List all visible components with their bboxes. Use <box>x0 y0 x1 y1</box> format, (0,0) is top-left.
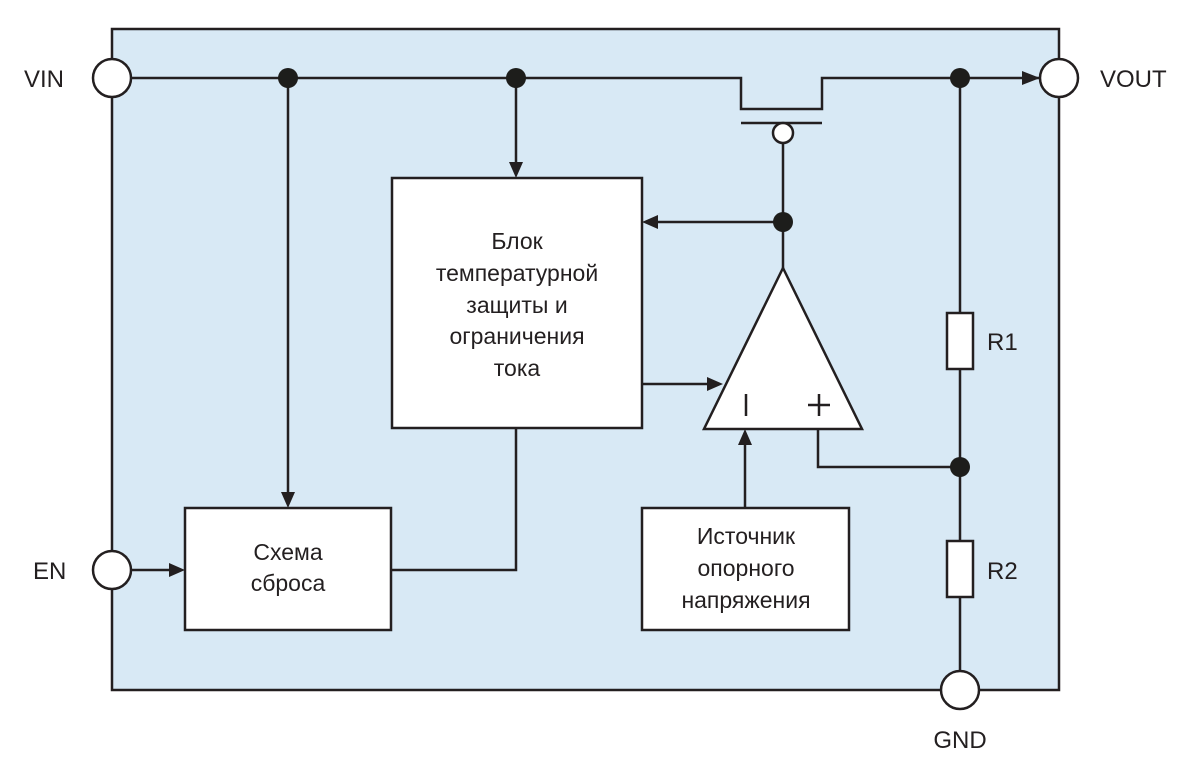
label-r2: R2 <box>987 558 1018 585</box>
reference-line-2: опорного <box>698 555 795 581</box>
reset-line-2: сброса <box>251 570 326 596</box>
label-gnd: GND <box>933 727 986 754</box>
protection-line-4: ограничения <box>449 323 584 349</box>
wire-protection-to-reset <box>391 428 518 572</box>
resistor-r1 <box>945 311 975 371</box>
arrow-to-vout <box>1022 71 1040 85</box>
gate-inversion-bubble <box>771 121 795 145</box>
resistor-r2 <box>945 539 975 599</box>
protection-line-3: защиты и <box>466 292 567 318</box>
label-r1: R1 <box>987 329 1018 356</box>
reference-line-1: Источник <box>697 523 796 549</box>
reference-line-3: напряжения <box>681 587 810 613</box>
arrow-to-protection <box>509 162 523 178</box>
protection-block <box>390 176 644 430</box>
wire-feedback <box>816 429 960 469</box>
junction-dot <box>950 68 970 88</box>
arrow-to-protection-side <box>642 215 658 229</box>
label-vin: VIN <box>24 66 64 93</box>
pin-gnd <box>939 669 981 711</box>
label-en: EN <box>33 558 66 585</box>
label-vout: VOUT <box>1100 66 1167 93</box>
junction-dot <box>773 212 793 232</box>
junction-dot <box>950 457 970 477</box>
pin-vout <box>1038 57 1080 99</box>
vin-vout-rail <box>131 76 1040 111</box>
error-amplifier <box>701 265 865 431</box>
arrow-en-to-reset <box>169 563 185 577</box>
reset-block <box>183 506 393 632</box>
pin-en <box>91 549 133 591</box>
junction-dot <box>506 68 526 88</box>
junction-dot <box>278 68 298 88</box>
protection-line-2: температурной <box>436 260 598 286</box>
protection-line-1: Блок <box>491 228 543 254</box>
arrow-to-opamp <box>707 377 723 391</box>
reset-line-1: Схема <box>253 539 322 565</box>
arrow-reference-to-opamp <box>738 429 752 445</box>
pin-vin <box>91 57 133 99</box>
protection-line-5: тока <box>494 355 541 381</box>
reference-block <box>640 506 851 632</box>
arrow-to-reset <box>281 492 295 508</box>
